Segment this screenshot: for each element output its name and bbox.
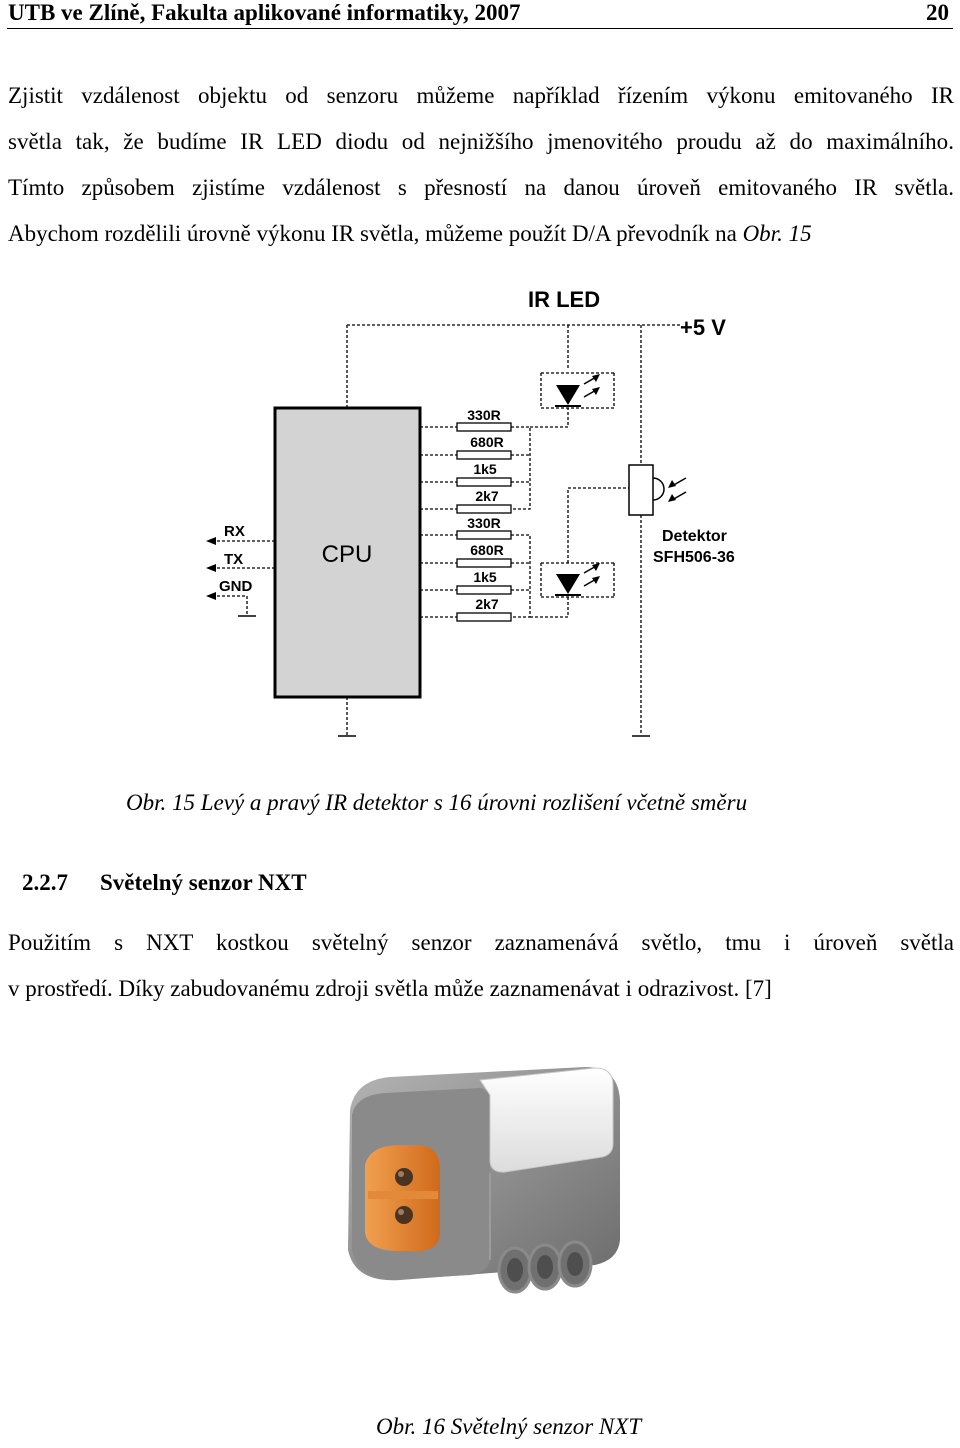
paragraph-line: Tímto způsobem zjistíme vzdálenost s pře… (8, 175, 954, 200)
paragraph-line: v prostředí. Díky zabudovanému zdroji sv… (8, 976, 772, 1001)
detector-label: Detektor (662, 528, 727, 545)
resistor-label: 680R (470, 434, 503, 450)
paragraph-line: Použitím s NXT kostkou světelný senzor z… (8, 930, 954, 955)
paragraph-line: Abychom rozdělili úrovně výkonu IR světl… (8, 221, 812, 246)
supply-label: +5 V (680, 315, 726, 340)
resistor-label: 330R (467, 515, 500, 531)
figure16-caption: Obr. 16 Světelný senzor NXT (376, 1414, 642, 1439)
cpu-block (273, 406, 422, 699)
paragraph-line: Zjistit vzdálenost objektu od senzoru mů… (8, 83, 954, 108)
resistor-label: 2k7 (475, 488, 499, 504)
nxt-light-sensor-image (348, 1067, 620, 1294)
detector-part: SFH506-36 (653, 549, 735, 566)
ir-led-label: IR LED (528, 287, 600, 312)
resistor-label: 1k5 (473, 461, 497, 477)
resistor-label: 1k5 (473, 569, 497, 585)
section-heading: 2.2.7 Světelný senzor NXT (22, 870, 307, 896)
detector-icon (628, 464, 687, 516)
page-number: 20 (926, 0, 949, 25)
pin-tx: TX (224, 551, 243, 568)
cpu-label: CPU (322, 541, 373, 568)
pin-gnd: GND (219, 578, 253, 595)
section-title: Světelný senzor NXT (100, 870, 307, 895)
resistor-label: 680R (470, 542, 503, 558)
paragraph-line: světla tak, že budíme IR LED diodu od ne… (8, 129, 954, 154)
figure15-caption: Obr. 15 Levý a pravý IR detektor s 16 úr… (126, 790, 748, 815)
ir-led-lower-icon (555, 563, 600, 596)
ir-led-upper-icon (555, 374, 600, 407)
figure-reference: Obr. 15 (742, 221, 812, 246)
resistor-label: 2k7 (475, 596, 499, 612)
circuit-diagram: CPU RX TX GND 330R 680R 1k5 2k7 330R 680… (206, 287, 735, 737)
paragraph-nxt: Použitím s NXT kostkou světelný senzor z… (8, 920, 954, 1012)
page-header: UTB ve Zlíně, Fakulta aplikované informa… (7, 0, 953, 29)
paragraph-intro: Zjistit vzdálenost objektu od senzoru mů… (8, 73, 954, 257)
header-title: UTB ve Zlíně, Fakulta aplikované informa… (8, 0, 521, 25)
section-number: 2.2.7 (22, 870, 68, 895)
pin-rx: RX (224, 523, 245, 540)
resistor-label: 330R (467, 407, 500, 423)
